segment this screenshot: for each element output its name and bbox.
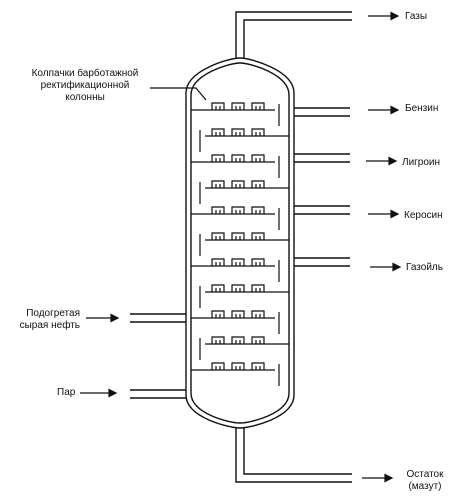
bubble-cap	[211, 258, 225, 266]
crude-oil-arrow-head	[110, 313, 120, 323]
bubble-cap	[231, 128, 245, 136]
gasoil-arrow-head	[392, 262, 402, 272]
bubble-cap	[211, 128, 225, 136]
caps-label-line-2: ректификационной	[40, 80, 130, 91]
flow-arrows	[80, 11, 402, 483]
bubble-cap	[251, 284, 265, 292]
bubble-cap	[231, 362, 245, 370]
bubble-cap	[231, 206, 245, 214]
product-pipes	[130, 11, 352, 483]
output-gasoil-label: Газойль	[406, 262, 443, 273]
bubble-cap	[251, 258, 265, 266]
input-steam-label: Пар	[57, 387, 76, 398]
caps-pointer-line	[150, 87, 207, 101]
bubble-cap	[231, 258, 245, 266]
caps-label-line-1: Колпачки барботажной	[31, 68, 139, 79]
bubble-cap	[211, 284, 225, 292]
bubble-cap	[231, 284, 245, 292]
bubble-cap	[251, 154, 265, 162]
bubble-cap	[211, 154, 225, 162]
output-kerosene-label: Керосин	[404, 210, 443, 221]
gases-arrow-head	[390, 11, 400, 21]
kerosene-arrow-head	[390, 209, 400, 219]
bubble-cap	[251, 180, 265, 188]
bubble-cap	[211, 362, 225, 370]
ligroin-arrow-head	[388, 156, 398, 166]
crude-oil-label-line-1: Подогретая	[26, 308, 80, 319]
column-shell	[185, 57, 295, 429]
bubble-cap	[211, 102, 225, 110]
residue-arrow-head	[384, 473, 394, 483]
caps-label-line-3: колонны	[65, 92, 105, 103]
bubble-cap	[231, 310, 245, 318]
bubble-cap	[231, 180, 245, 188]
bubble-cap	[211, 310, 225, 318]
bubble-cap	[251, 206, 265, 214]
bubble-cap-trays	[150, 87, 289, 386]
bubble-cap	[251, 362, 265, 370]
bubble-cap	[231, 232, 245, 240]
gases-pipe-outer	[235, 11, 352, 59]
output-gasoline-label: Бензин	[405, 103, 439, 114]
bubble-cap	[251, 102, 265, 110]
input-crude-oil-label: Подогретая сырая нефть	[2, 308, 80, 332]
bubble-cap	[251, 336, 265, 344]
bubble-cap	[251, 310, 265, 318]
gases-pipe-inner	[243, 19, 352, 59]
residue-label-line-2: (мазут)	[408, 481, 442, 492]
bubble-cap	[211, 232, 225, 240]
bubble-cap	[251, 232, 265, 240]
bubble-cap	[231, 102, 245, 110]
bubble-cap	[211, 336, 225, 344]
bubble-cap	[231, 154, 245, 162]
bubble-cap	[251, 128, 265, 136]
crude-oil-label-line-2: сырая нефть	[19, 320, 80, 331]
bubble-cap	[211, 206, 225, 214]
steam-arrow-head	[108, 388, 118, 398]
bubble-cap	[231, 336, 245, 344]
residue-label-line-1: Остаток	[406, 469, 444, 480]
output-ligroin-label: Лигроин	[402, 157, 441, 168]
residue-pipe-outer	[235, 428, 352, 483]
residue-pipe-inner	[243, 428, 352, 475]
column-outer-wall	[185, 57, 295, 429]
output-gases-label: Газы	[405, 11, 428, 22]
gasoline-arrow-head	[390, 105, 400, 115]
column-inner-wall	[190, 62, 290, 424]
bubble-cap	[211, 180, 225, 188]
caps-label: Колпачки барботажной ректификационной ко…	[14, 68, 156, 104]
output-residue-label: Остаток (мазут)	[395, 469, 455, 493]
